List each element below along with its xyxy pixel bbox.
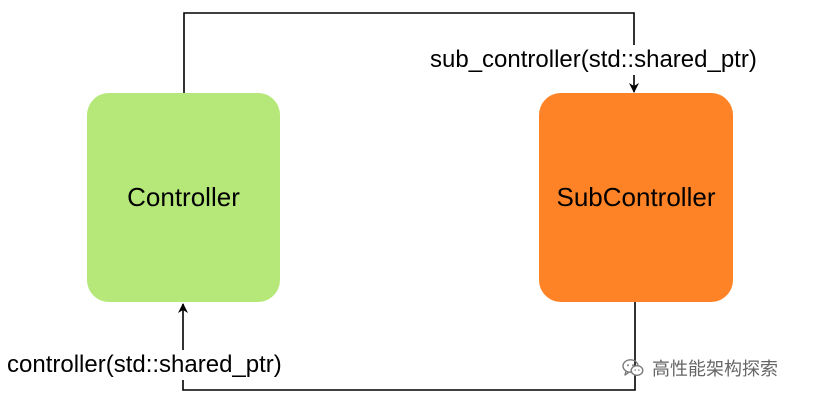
edge-label-sub-controller: sub_controller(std::shared_ptr) (430, 45, 757, 75)
controller-node[interactable]: Controller (87, 93, 280, 302)
wechat-icon (622, 359, 644, 377)
watermark-text: 高性能架构探索 (652, 359, 778, 380)
edge-subcontroller-to-controller (178, 302, 636, 391)
watermark: 高性能架构探索 (622, 355, 778, 381)
controller-node-label: Controller (127, 182, 240, 212)
subcontroller-node-label: SubController (556, 182, 716, 212)
edge-label-controller: controller(std::shared_ptr) (7, 350, 282, 380)
subcontroller-node[interactable]: SubController (539, 93, 733, 302)
